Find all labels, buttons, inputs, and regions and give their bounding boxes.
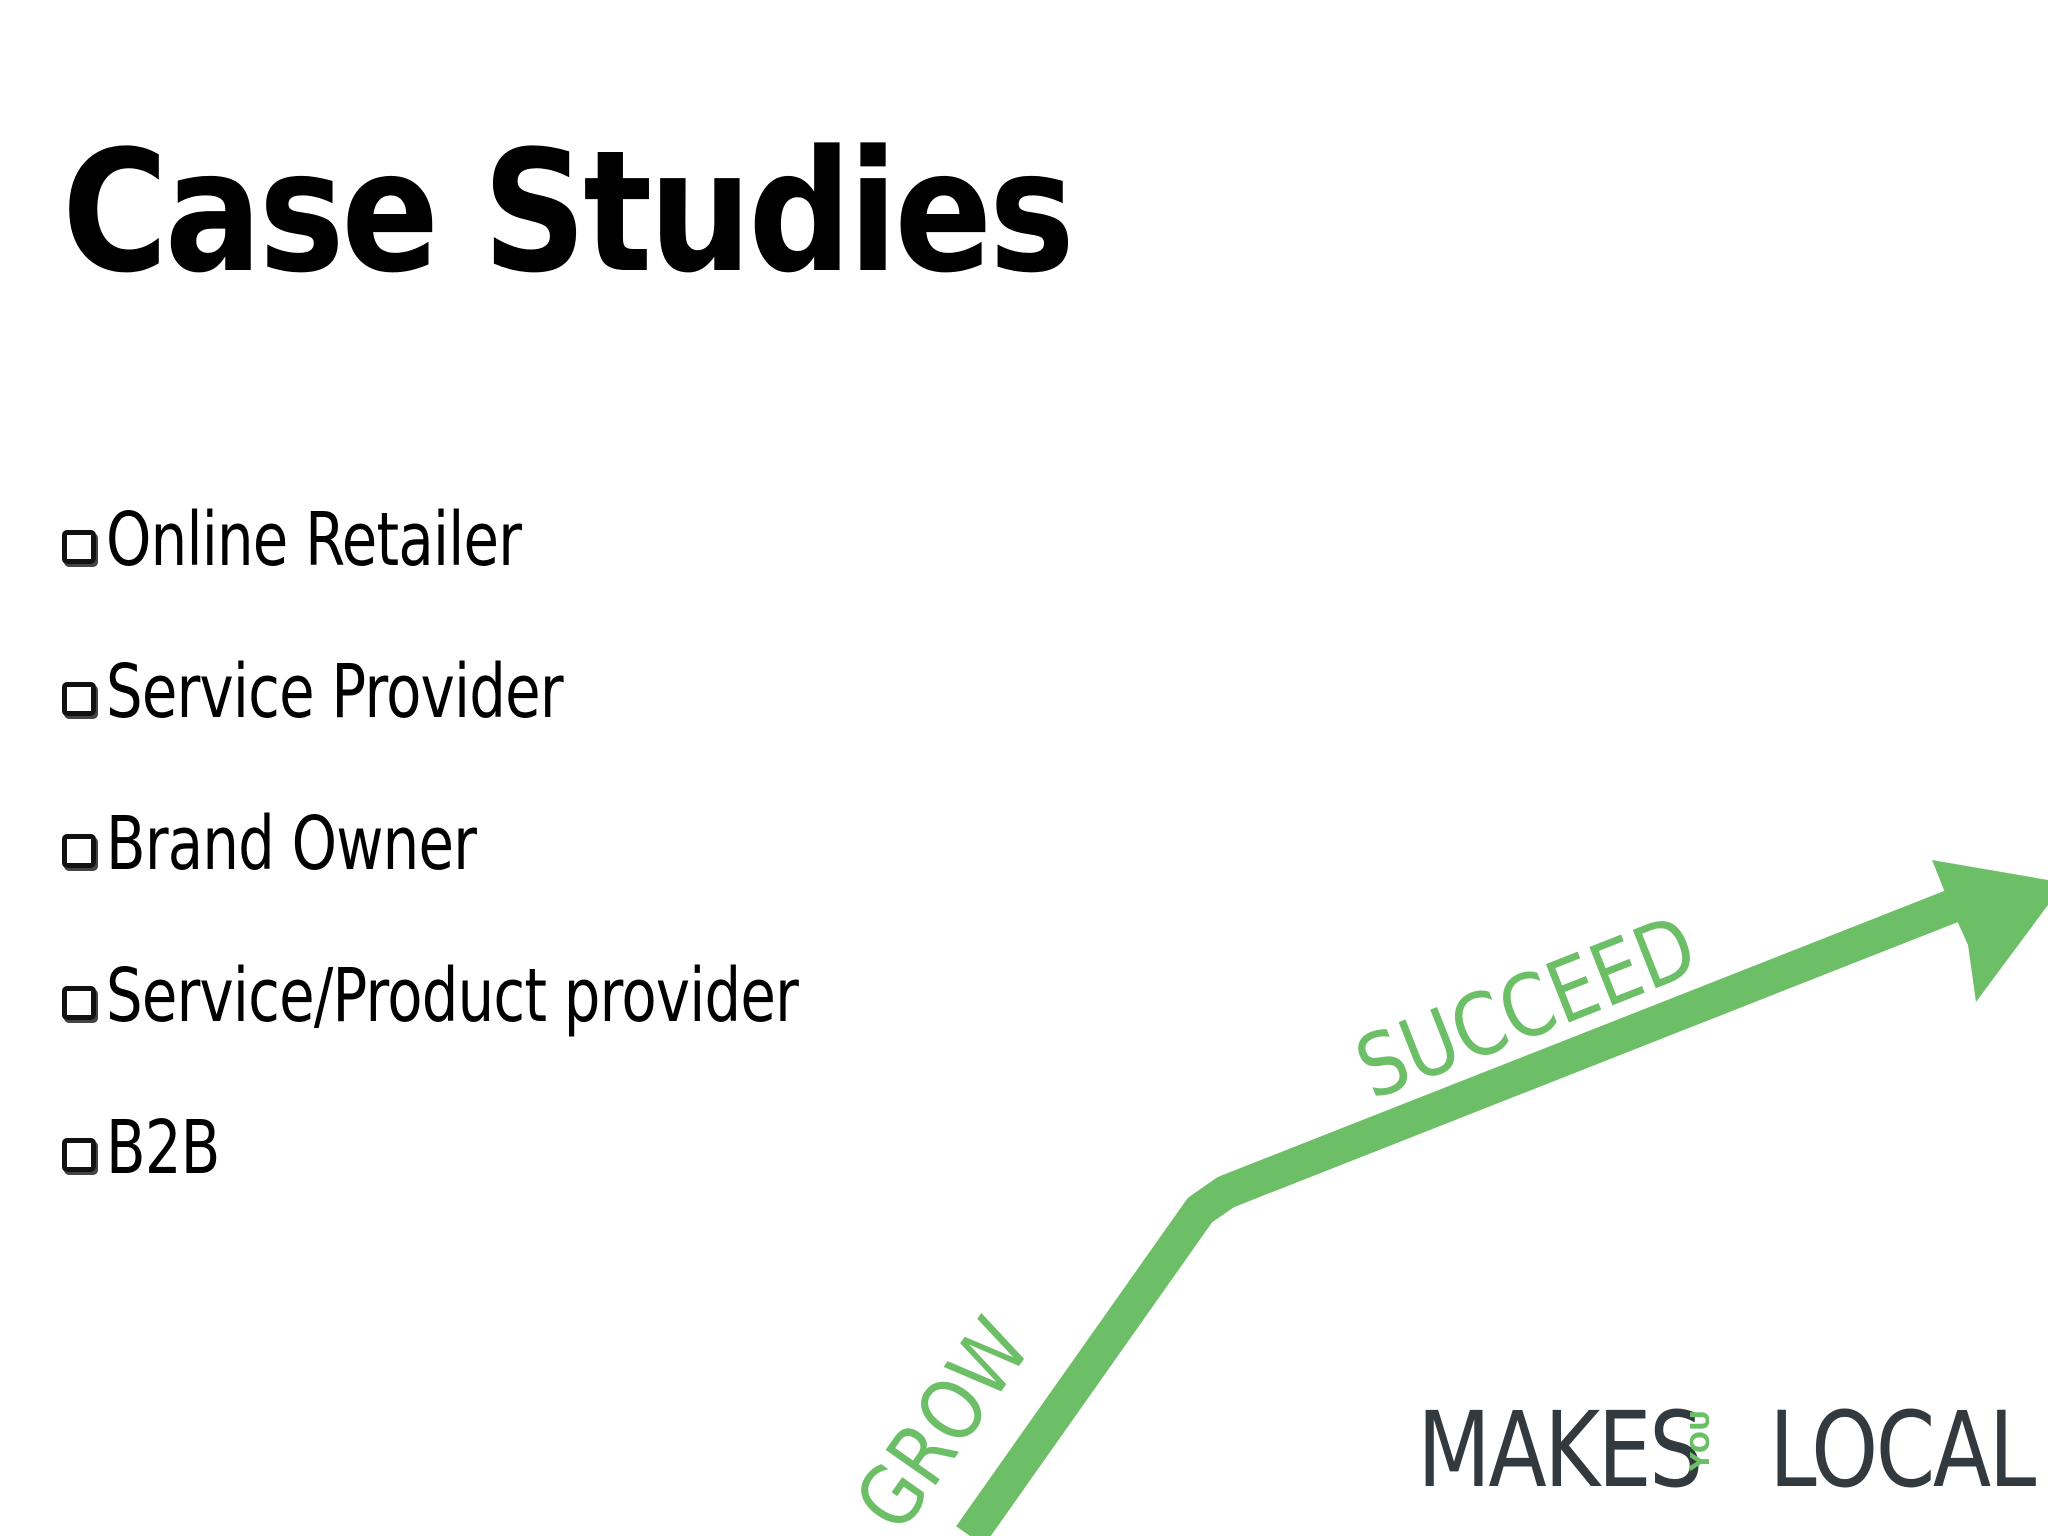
checkbox-icon bbox=[62, 834, 96, 868]
list-item-label: Brand Owner bbox=[106, 801, 477, 887]
checkbox-icon bbox=[62, 986, 96, 1020]
company-logo: MAKES YOU LOCAL bbox=[1355, 1389, 2037, 1511]
logo-local: LOCAL bbox=[1769, 1389, 2036, 1511]
list-item: Service/Product provider bbox=[62, 953, 993, 1108]
checkbox-icon bbox=[62, 530, 96, 564]
checkbox-icon bbox=[62, 1138, 96, 1172]
succeed-label: SUCCEED bbox=[1343, 896, 1710, 1119]
slide-title: Case Studies bbox=[62, 114, 1075, 310]
list-item: Online Retailer bbox=[62, 497, 993, 652]
grow-label: GROW bbox=[837, 1302, 1049, 1536]
list-item-label: B2B bbox=[106, 1105, 220, 1191]
list-item: Service Provider bbox=[62, 649, 993, 804]
logo-you: YOU bbox=[1686, 1409, 1717, 1471]
checkbox-icon bbox=[62, 682, 96, 716]
logo-makes: MAKES bbox=[1417, 1389, 1704, 1511]
list-item-label: Service/Product provider bbox=[106, 953, 799, 1039]
list-item: B2B bbox=[62, 1105, 993, 1260]
arrow-head-icon bbox=[1932, 860, 2048, 1002]
list-item-label: Online Retailer bbox=[106, 497, 522, 583]
list-item-label: Service Provider bbox=[106, 649, 564, 735]
case-study-list: Online Retailer Service Provider Brand O… bbox=[62, 497, 993, 1260]
list-item: Brand Owner bbox=[62, 801, 993, 956]
